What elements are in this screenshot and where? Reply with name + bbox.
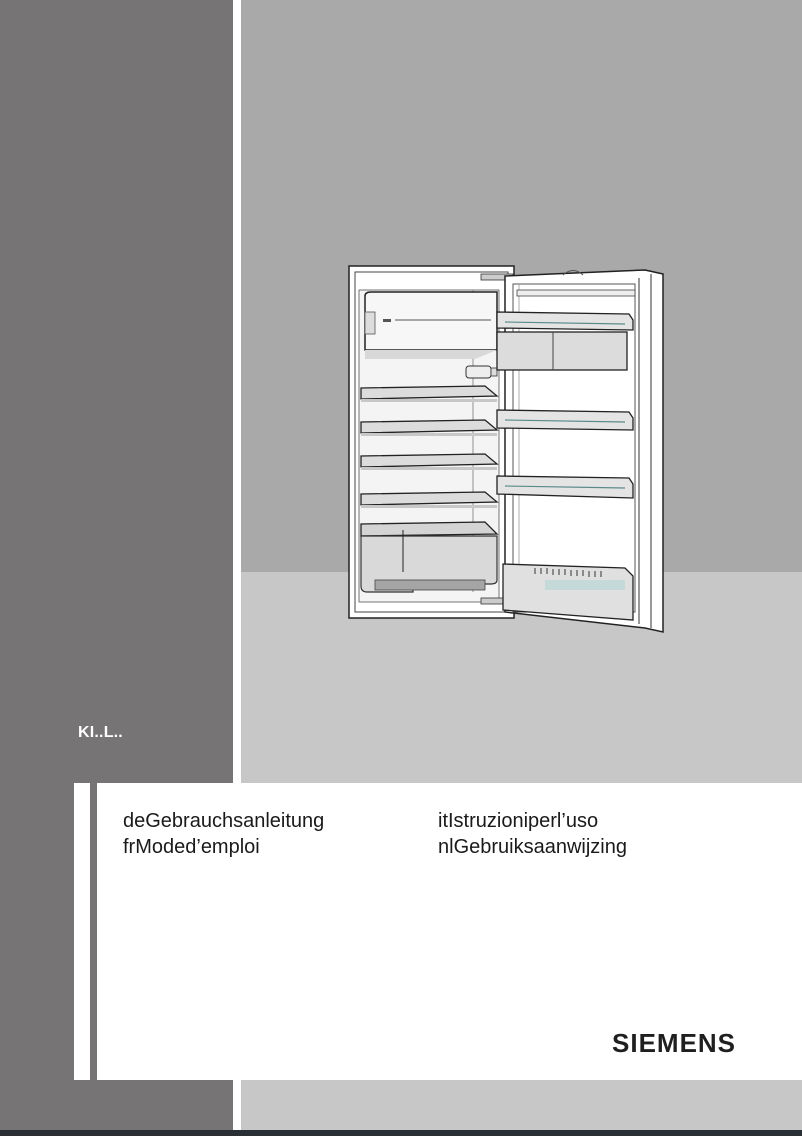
title-band [74,783,802,1080]
language-column-left: deGebrauchsanleitung frModed’emploi [123,808,324,860]
vertical-divider [233,0,241,1130]
refrigerator-illustration-icon [348,265,664,633]
band-accent-strip [90,783,97,1080]
bottom-edge [0,1130,802,1136]
model-number: KI..L.. [78,724,123,741]
language-title-nl: nlGebruiksaanwijzing [438,836,627,858]
language-title-it: itIstruzioniperl’uso [438,810,599,832]
brand-logo: SIEMENS [612,1028,737,1058]
bottom-grey-block [241,1080,802,1130]
language-title-fr: frModed’emploi [123,836,260,858]
language-column-right: itIstruzioniperl’uso nlGebruiksaanwijzin… [438,808,627,860]
language-title-de: deGebrauchsanleitung [123,810,325,832]
